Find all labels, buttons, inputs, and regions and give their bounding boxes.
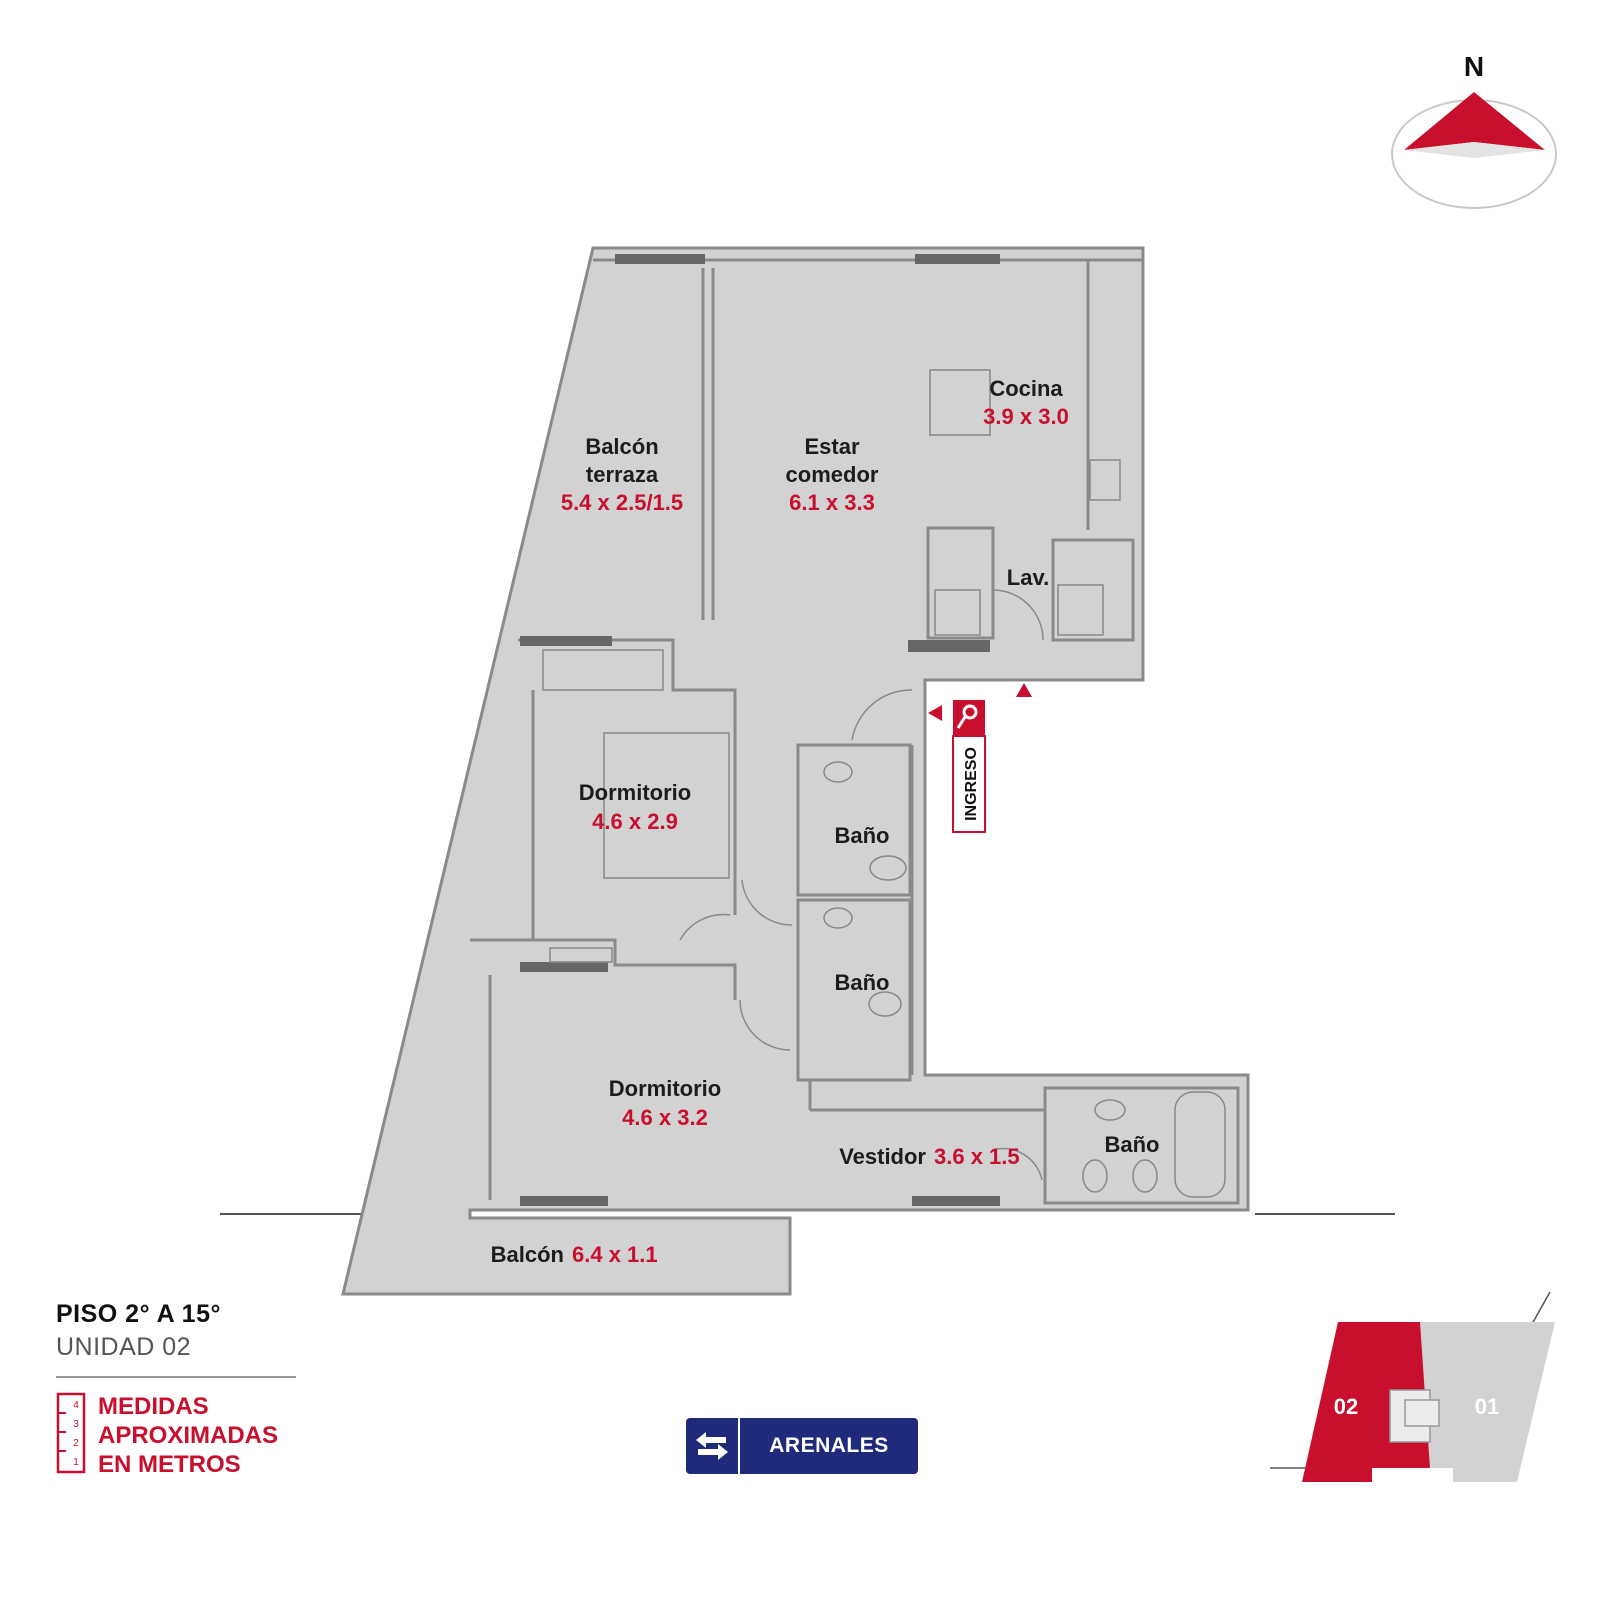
door-swings [679, 589, 1044, 1181]
unit-footprint [341, 246, 1250, 1296]
room-dimensions: 5.4 x 2.5/1.5 [561, 490, 683, 515]
ruler-tick: 4 [73, 1400, 79, 1411]
room-name: comedor [786, 462, 879, 487]
key-plan: 02 01 [1270, 1291, 1555, 1482]
room-bano-1: Baño [835, 823, 890, 848]
windows [520, 254, 1000, 1206]
room-dimensions: 3.6 x 1.5 [934, 1144, 1020, 1169]
measure-line: EN METROS [98, 1451, 241, 1478]
room-dimensions: 4.6 x 2.9 [592, 809, 678, 834]
room-name: Dormitorio [579, 780, 691, 805]
measure-note: 4 3 2 1 MEDIDAS APROXIMADAS EN METROS [56, 1392, 296, 1479]
north-arrow-icon [1391, 92, 1557, 209]
fixtures [542, 369, 1226, 1198]
street-sign: ARENALES [686, 1418, 918, 1474]
measure-text: MEDIDAS APROXIMADAS EN METROS [98, 1392, 278, 1479]
room-bano-3: Baño [1105, 1132, 1160, 1157]
floor-title: PISO 2° A 15° [56, 1300, 221, 1328]
unit-label: UNIDAD 02 [56, 1333, 192, 1361]
two-way-arrows-icon [686, 1418, 740, 1474]
compass-label: N [1464, 51, 1484, 82]
room-balcon-terraza: Balcón terraza 5.4 x 2.5/1.5 [561, 434, 683, 515]
room-name: Lav. [1007, 565, 1049, 590]
ruler-tick: 3 [73, 1419, 79, 1430]
room-name: terraza [586, 462, 659, 487]
room-bano-2: Baño [835, 970, 890, 995]
room-name: Cocina [989, 376, 1063, 401]
room-balcon: Balcón 6.4 x 1.1 [491, 1242, 658, 1267]
measure-line: MEDIDAS [98, 1393, 209, 1420]
entry-arrow-icon [928, 705, 942, 721]
room-dormitorio-1: Dormitorio 4.6 x 2.9 [579, 780, 691, 834]
room-dimensions: 6.1 x 3.3 [789, 490, 875, 515]
room-name: Balcón [585, 434, 658, 459]
room-estar-comedor: Estar comedor 6.1 x 3.3 [786, 434, 879, 515]
divider [56, 1376, 296, 1378]
room-name: Baño [835, 823, 890, 848]
room-vestidor: Vestidor 3.6 x 1.5 [839, 1144, 1019, 1169]
room-dormitorio-2: Dormitorio 4.6 x 3.2 [609, 1076, 721, 1130]
room-name: Baño [1105, 1132, 1160, 1157]
room-name: Dormitorio [609, 1076, 721, 1101]
key-plan-label-01: 01 [1475, 1394, 1499, 1419]
room-name: Balcón [491, 1242, 564, 1267]
ruler-icon: 4 3 2 1 [56, 1392, 86, 1474]
measure-line: APROXIMADAS [98, 1422, 279, 1449]
room-dimensions: 4.6 x 3.2 [622, 1105, 708, 1130]
room-dimensions: 6.4 x 1.1 [572, 1242, 658, 1267]
room-dimensions: 3.9 x 3.0 [983, 404, 1069, 429]
ruler-tick: 1 [73, 1457, 79, 1468]
ruler-tick: 2 [73, 1438, 79, 1449]
key-plan-unit-01 [1420, 1322, 1555, 1482]
room-name: Baño [835, 970, 890, 995]
room-name: Estar [804, 434, 859, 459]
room-lav: Lav. [1007, 565, 1049, 590]
entry-marker: INGRESO [928, 683, 1032, 833]
room-cocina: Cocina 3.9 x 3.0 [983, 376, 1069, 429]
room-name: Vestidor [839, 1144, 926, 1169]
key-plan-label-02: 02 [1334, 1394, 1358, 1419]
info-block: PISO 2° A 15° UNIDAD 02 4 3 2 1 MEDIDAS … [56, 1300, 296, 1479]
street-name: ARENALES [769, 1434, 889, 1457]
entry-label: INGRESO [963, 747, 980, 821]
entry-arrow-icon [1016, 683, 1032, 697]
